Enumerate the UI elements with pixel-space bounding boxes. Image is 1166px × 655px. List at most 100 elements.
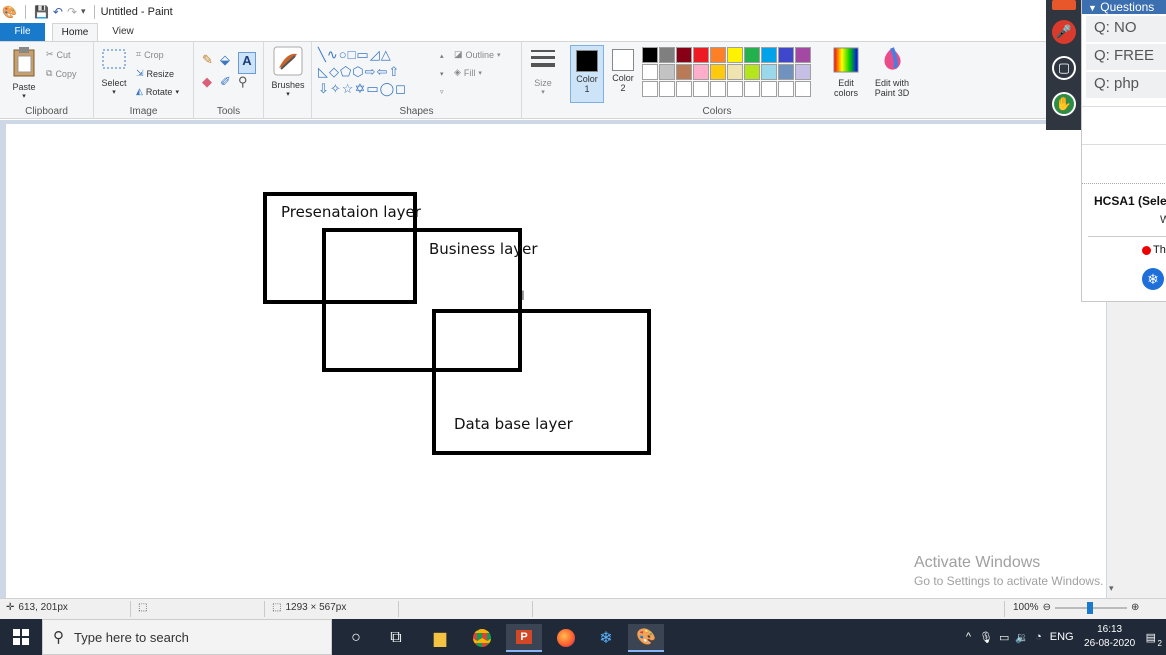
palette-swatch[interactable]	[659, 64, 675, 80]
customize-quick-access-icon[interactable]: ▾	[81, 6, 86, 16]
palette-swatch[interactable]	[642, 81, 658, 97]
microphone-icon[interactable]: 🎙	[979, 631, 993, 644]
cut-button[interactable]: ✂Cut	[46, 49, 71, 60]
palette-swatch[interactable]	[761, 47, 777, 63]
paste-dropdown-icon[interactable]: ▾	[22, 93, 26, 100]
redo-icon[interactable]: ↷	[66, 4, 78, 19]
palette-swatch[interactable]	[710, 64, 726, 80]
edit-colors-button[interactable]: Edit colors	[828, 46, 864, 98]
pencil-icon[interactable]: ✎	[202, 52, 213, 67]
palette-swatch[interactable]	[693, 64, 709, 80]
palette-swatch[interactable]	[795, 47, 811, 63]
size-button[interactable]: Size ▾	[526, 46, 560, 96]
zoom-slider-thumb[interactable]	[1086, 601, 1093, 614]
palette-swatch[interactable]	[744, 47, 760, 63]
question-input-area[interactable]	[1082, 106, 1166, 144]
undo-icon[interactable]: ↶	[52, 4, 63, 19]
size-dropdown-icon[interactable]: ▾	[541, 89, 545, 96]
microphone-muted-icon[interactable]: 🎤	[1052, 20, 1076, 44]
palette-swatch[interactable]	[710, 81, 726, 97]
screen-share-icon[interactable]: ▢	[1052, 56, 1076, 80]
palette-swatch[interactable]	[795, 81, 811, 97]
notifications-icon[interactable]: ▤2	[1145, 631, 1162, 648]
chrome-icon[interactable]	[464, 624, 500, 652]
tab-home[interactable]: Home	[52, 23, 98, 41]
file-explorer-icon[interactable]: ▆	[433, 630, 447, 647]
tab-view[interactable]: View	[112, 26, 134, 37]
raise-hand-icon[interactable]: ✋	[1052, 92, 1076, 116]
shapes-scroll[interactable]: ▴▾▿	[440, 53, 444, 96]
shapes-gallery[interactable]: ╲∿○□▭◿△ ◺◇⬠⬡⇨⇦⇧ ⇩✧☆✡▭◯◻	[318, 47, 407, 96]
brushes-dropdown-icon[interactable]: ▾	[286, 91, 290, 98]
paste-button[interactable]: Paste ▾	[6, 46, 42, 100]
zoom-slider[interactable]	[1054, 601, 1127, 614]
resize-button[interactable]: ⇲Resize	[136, 68, 174, 79]
question-send-area[interactable]	[1082, 144, 1166, 184]
question-item[interactable]: Q: php	[1086, 72, 1166, 98]
paint-taskbar-icon[interactable]: 🎨	[628, 624, 664, 652]
firefox-icon[interactable]	[548, 624, 584, 652]
palette-swatch[interactable]	[659, 81, 675, 97]
cortana-icon[interactable]: ○	[351, 629, 361, 646]
eraser-icon[interactable]: ◆	[202, 74, 212, 89]
language-indicator[interactable]: ENG	[1049, 631, 1074, 643]
zoom-in-icon[interactable]: ⊕	[1130, 602, 1140, 613]
palette-swatch[interactable]	[642, 47, 658, 63]
color-picker-icon[interactable]: ✐	[220, 74, 231, 89]
palette-swatch[interactable]	[795, 64, 811, 80]
edit-with-paint3d-button[interactable]: Edit with Paint 3D	[870, 46, 914, 98]
palette-swatch[interactable]	[659, 47, 675, 63]
palette-swatch[interactable]	[778, 81, 794, 97]
select-dropdown-icon[interactable]: ▾	[112, 89, 116, 96]
palette-swatch[interactable]	[727, 81, 743, 97]
wifi-icon[interactable]: ◔	[1035, 631, 1042, 643]
magnifier-icon[interactable]: ⚲	[238, 74, 248, 89]
taskbar-search-box[interactable]: ⚲ Type here to search	[42, 619, 332, 655]
battery-icon[interactable]: ▭	[998, 631, 1010, 644]
vertical-scrollbar[interactable]: ▾	[1107, 296, 1166, 598]
tab-file[interactable]: File	[0, 23, 45, 41]
crop-button[interactable]: ⌗Crop	[136, 49, 164, 60]
palette-swatch[interactable]	[761, 81, 777, 97]
palette-swatch[interactable]	[676, 47, 692, 63]
start-button[interactable]	[0, 619, 42, 655]
palette-swatch[interactable]	[727, 64, 743, 80]
scroll-down-icon[interactable]: ▾	[1109, 583, 1114, 593]
save-icon[interactable]: 💾	[33, 4, 49, 19]
drawing-canvas[interactable]: Presenataion layer Business layer Data b…	[6, 124, 1106, 598]
palette-swatch[interactable]	[693, 47, 709, 63]
question-item[interactable]: Q: FREE	[1086, 44, 1166, 70]
palette-swatch[interactable]	[642, 64, 658, 80]
color2-button[interactable]: Color 2	[606, 45, 640, 103]
palette-swatch[interactable]	[676, 64, 692, 80]
zoom-out-icon[interactable]: ⊖	[1042, 602, 1051, 613]
fill-button[interactable]: ◈Fill▾	[454, 67, 482, 78]
question-item[interactable]: Q: NO	[1086, 16, 1166, 42]
clock[interactable]: 16:13 26-08-2020	[1080, 623, 1140, 651]
outline-button[interactable]: ◪Outline▾	[454, 49, 501, 60]
palette-swatch[interactable]	[744, 64, 760, 80]
rotate-button[interactable]: ◭Rotate▾	[136, 86, 179, 97]
text-tool-icon[interactable]: A	[238, 52, 256, 74]
paint-app-icon[interactable]: 🎨	[2, 4, 17, 19]
questions-header[interactable]: ▼ Questions	[1082, 0, 1166, 14]
copy-button[interactable]: ⧉Copy	[46, 68, 76, 79]
task-view-icon[interactable]: ⧉	[390, 629, 402, 646]
select-button[interactable]: Select ▾	[98, 46, 130, 96]
show-hidden-icons-icon[interactable]: ^	[965, 631, 972, 643]
powerpoint-icon[interactable]: P	[506, 624, 542, 652]
palette-swatch[interactable]	[778, 64, 794, 80]
palette-swatch[interactable]	[693, 81, 709, 97]
snowflake-app-icon[interactable]: ❄	[599, 630, 613, 647]
palette-swatch[interactable]	[761, 64, 777, 80]
palette-swatch[interactable]	[727, 47, 743, 63]
fill-bucket-icon[interactable]: ⬙	[220, 52, 230, 67]
palette-swatch[interactable]	[778, 47, 794, 63]
volume-icon[interactable]: 🔉	[1015, 631, 1030, 644]
palette-swatch[interactable]	[744, 81, 760, 97]
expand-arrow-icon[interactable]	[1052, 0, 1076, 10]
palette-swatch[interactable]	[710, 47, 726, 63]
color1-button[interactable]: Color 1	[570, 45, 604, 103]
palette-swatch[interactable]	[676, 81, 692, 97]
brushes-button[interactable]: Brushes ▾	[270, 46, 306, 98]
